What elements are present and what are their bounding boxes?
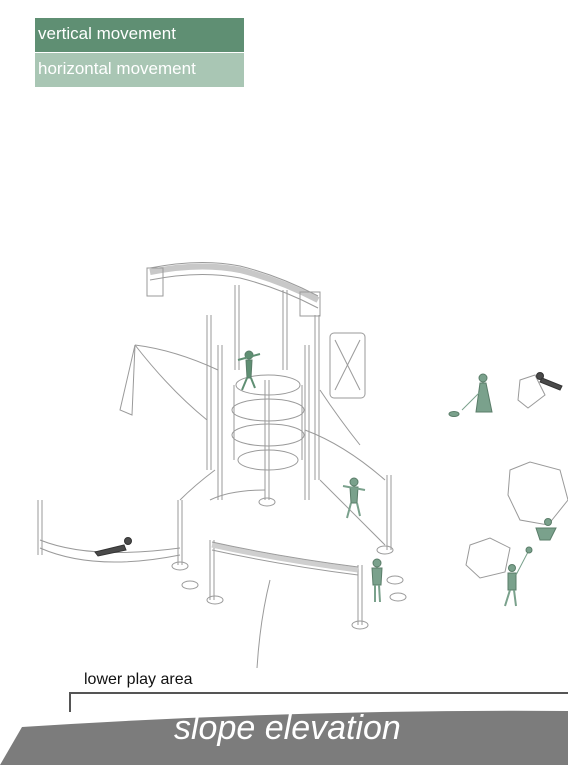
cone (119, 344, 136, 416)
structure-linework (37, 261, 568, 669)
lower-play-area-label: lower play area (84, 671, 193, 688)
boulder (507, 461, 568, 526)
slope-band (0, 710, 568, 765)
arch-walkway (149, 263, 320, 303)
figure-standing-bottom (371, 558, 383, 603)
climbing-frame (329, 332, 366, 399)
figure-vertical-climber (237, 350, 261, 391)
spiral-slide (235, 374, 301, 396)
slope-elevation-title: slope elevation (174, 709, 401, 747)
figure-hammock (94, 537, 132, 557)
figure-bridge-walker (342, 477, 366, 519)
human-figures (94, 350, 563, 607)
cable (134, 344, 219, 371)
area-bracket (69, 692, 568, 712)
figure-walking-dog (448, 373, 493, 417)
figure-child-balloon (504, 546, 533, 607)
curved-bridge (211, 542, 359, 573)
figure-reclining (536, 372, 563, 391)
legend-vertical-movement: vertical movement (35, 18, 244, 52)
figure-boulder-climber (535, 518, 557, 541)
legend-horizontal-movement: horizontal movement (35, 53, 244, 87)
legend: vertical movement horizontal movement (35, 18, 244, 87)
